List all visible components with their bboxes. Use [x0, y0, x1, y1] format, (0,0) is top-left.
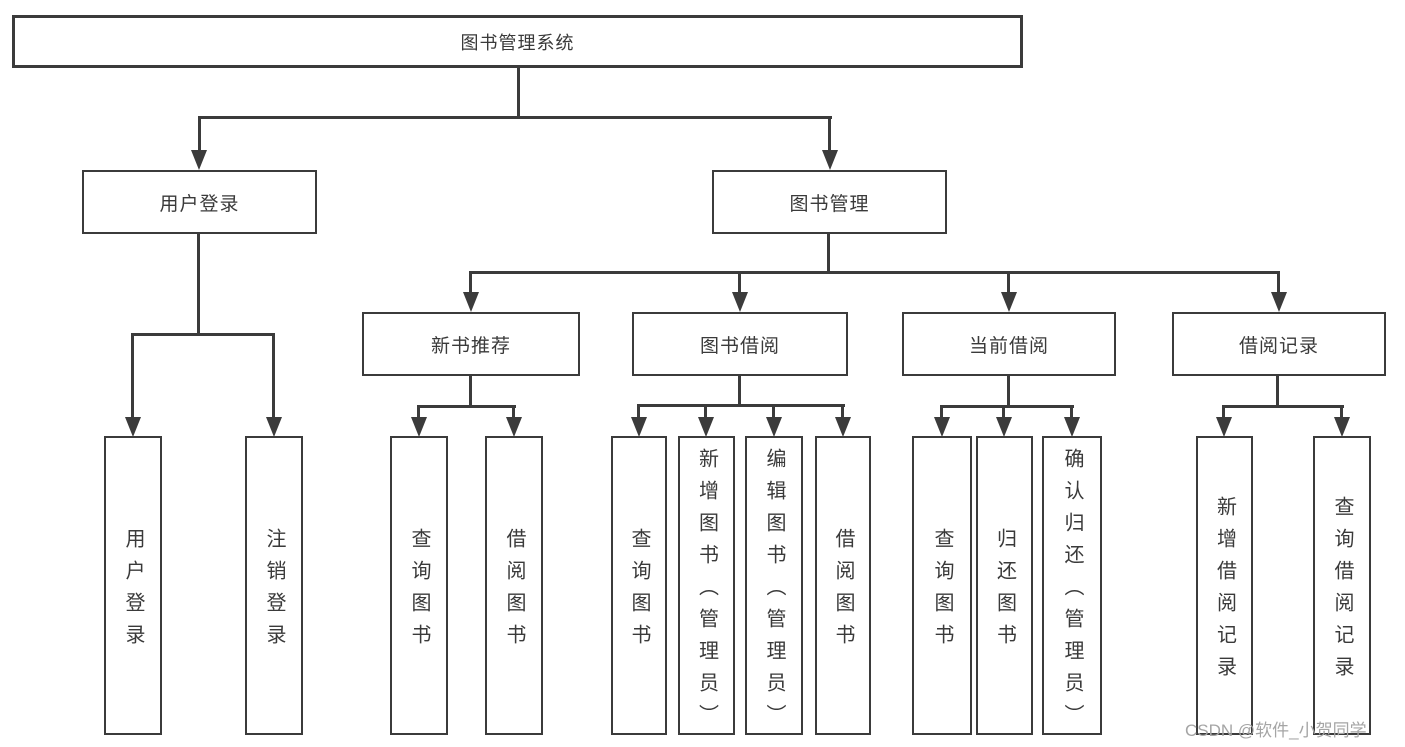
leaf-confirm-return-admin: 确认归还（管理员） [1042, 436, 1102, 736]
leaf-query-book-recommend: 查询图书 [390, 436, 448, 735]
connector-current-borrow-stem [1007, 376, 1010, 407]
leaf-label: 注销登录 [263, 527, 285, 656]
connector-leaf-line [1222, 405, 1225, 417]
node-library-management-system: 图书管理系统 [12, 15, 1023, 68]
leaf-logout: 注销登录 [245, 436, 303, 735]
arrowhead-down [996, 417, 1012, 437]
connector-current-borrow-rail [940, 405, 1074, 408]
connector-to-book-borrow-line [738, 271, 741, 292]
arrowhead-to-book-borrow [732, 292, 748, 312]
node-new-book-recommend: 新书推荐 [362, 312, 580, 376]
node-current-borrow: 当前借阅 [902, 312, 1116, 376]
connector-leaf-line [841, 404, 844, 417]
leaf-return-book: 归还图书 [976, 436, 1033, 735]
leaf-user-login: 用户登录 [104, 436, 162, 735]
leaf-query-book-current: 查询图书 [912, 436, 972, 735]
leaf-label: 借阅图书 [503, 527, 525, 656]
node-book-management: 图书管理 [712, 170, 947, 234]
connector-user-login-rail [131, 333, 275, 336]
arrowhead-down [1334, 417, 1350, 437]
arrowhead-to-leaf-logout [266, 417, 282, 437]
arrowhead-to-book-management [822, 150, 838, 170]
arrowhead-down [1216, 417, 1232, 437]
connector-to-book-management-line [828, 116, 831, 150]
connector-leaf-line [417, 405, 420, 417]
leaf-label: 确认归还（管理员） [1061, 447, 1083, 736]
connector-root-stem [517, 68, 520, 117]
leaf-add-borrow-record: 新增借阅记录 [1196, 436, 1253, 735]
arrowhead-down [506, 417, 522, 437]
leaf-label: 查询借阅记录 [1331, 495, 1353, 688]
arrowhead-down [835, 417, 851, 437]
node-user-login: 用户登录 [82, 170, 317, 234]
arrowhead-to-user-login [191, 150, 207, 170]
connector-book-borrow-stem [738, 376, 741, 406]
connector-leaf-line [1070, 405, 1073, 417]
connector-to-leaf-login-line [131, 333, 134, 417]
connector-book-management-stem [827, 234, 830, 273]
arrowhead-down [1064, 417, 1080, 437]
leaf-borrow-book: 借阅图书 [815, 436, 871, 735]
arrowhead-down [411, 417, 427, 437]
leaf-label: 查询图书 [931, 527, 953, 656]
connector-to-leaf-logout-line [272, 333, 275, 417]
connector-to-current-borrow-line [1007, 271, 1010, 292]
connector-new-book-stem [469, 376, 472, 407]
arrowhead-down [934, 417, 950, 437]
arrowhead-to-borrow-record [1271, 292, 1287, 312]
node-borrow-record: 借阅记录 [1172, 312, 1386, 376]
arrowhead-to-new-book [463, 292, 479, 312]
leaf-query-borrow-record: 查询借阅记录 [1313, 436, 1371, 735]
leaf-label: 归还图书 [993, 527, 1016, 656]
arrowhead-to-leaf-login [125, 417, 141, 437]
arrowhead-down [766, 417, 782, 437]
leaf-label: 借阅图书 [832, 527, 854, 656]
connector-book-management-rail [469, 271, 1280, 274]
leaf-query-book-borrow: 查询图书 [611, 436, 667, 735]
connector-book-borrow-rail [637, 404, 845, 407]
arrowhead-down [698, 417, 714, 437]
connector-new-book-rail [417, 405, 516, 408]
connector-leaf-line [1340, 405, 1343, 417]
arrowhead-down [631, 417, 647, 437]
leaf-label: 查询图书 [408, 527, 430, 656]
connector-leaf-line [1002, 405, 1005, 417]
connector-leaf-line [637, 404, 640, 417]
arrowhead-to-current-borrow [1001, 292, 1017, 312]
connector-root-rail [198, 116, 832, 119]
leaf-label: 用户登录 [122, 527, 144, 656]
connector-leaf-line [704, 404, 707, 417]
leaf-add-book-admin: 新增图书（管理员） [678, 436, 735, 736]
connector-leaf-line [940, 405, 943, 417]
node-book-borrow: 图书借阅 [632, 312, 848, 376]
connector-to-new-book-line [469, 271, 472, 292]
connector-to-user-login-line [198, 116, 201, 150]
leaf-label: 查询图书 [628, 527, 650, 656]
leaf-borrow-book-recommend: 借阅图书 [485, 436, 543, 735]
leaf-edit-book-admin: 编辑图书（管理员） [745, 436, 803, 736]
connector-to-borrow-record-line [1277, 271, 1280, 292]
connector-leaf-line [772, 404, 775, 417]
connector-leaf-line [512, 405, 515, 417]
leaf-label: 新增借阅记录 [1213, 495, 1236, 688]
connector-borrow-record-rail [1222, 405, 1344, 408]
leaf-label: 新增图书（管理员） [695, 447, 718, 736]
connector-borrow-record-stem [1276, 376, 1279, 407]
connector-user-login-stem [197, 234, 200, 335]
leaf-label: 编辑图书（管理员） [763, 447, 785, 736]
csdn-watermark: CSDN @软件_小贺同学 [1185, 721, 1367, 740]
